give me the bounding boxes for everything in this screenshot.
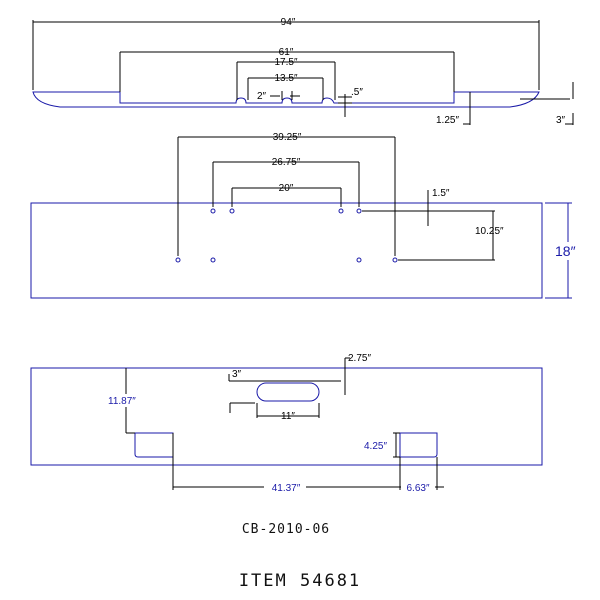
mount-hole [210,257,216,263]
dim-hole-drop: 10.25″ [475,226,504,237]
center-slot [256,382,320,402]
front-view-outline [30,202,543,299]
dim-height: 18″ [555,243,576,259]
dim-inner-span: 13.5″ [274,73,297,84]
front-view: 39.25″ 26.75″ 20″ 1.5″ 10.25″ 18″ [30,132,582,299]
item-label: ITEM 54681 [239,571,361,591]
dim-end-rise: 1.25″ [436,115,459,126]
cutout-left [134,432,174,458]
dim-overall-width: 94″ [281,17,296,28]
dim-cutout-drop: 11.87″ [108,396,136,407]
dim-11-87-label-bg [106,394,146,407]
dim-center-width: 61″ [279,47,294,58]
dim-18-label-bg [552,242,582,260]
dim-notch-width: 2″ [257,91,267,102]
dim-cutout-width: 6.63″ [406,483,429,494]
dim-4-25-label-bg [362,439,395,452]
dim-hole-offset: 1.5″ [432,188,450,199]
dim-hole-span-inner: 20″ [279,183,294,194]
dim-end-taper: 3″ [556,115,566,126]
dim-slot-height: 3″ [232,369,242,380]
mount-hole [229,208,235,214]
dim-slot-span: 17.5″ [274,57,297,68]
rear-view: 2.75″ 3″ 11″ 11.87″ 4.25″ 41.37″ [30,353,543,494]
dim-41-37-label-bg [264,481,306,493]
part-number: CB-2010-06 [242,522,330,537]
mount-hole [356,257,362,263]
rear-view-outline [30,367,543,466]
mount-hole [338,208,344,214]
top-view: 94″ 61″ 17.5″ 13.5″ 2″ .5″ 1.25″ [32,17,574,126]
cutout-right [399,432,438,458]
mount-hole [175,257,181,263]
dim-hole-span-outer: 39.25″ [273,132,302,143]
dim-slot-offset: 2.75″ [348,353,371,364]
dim-slot-length: 11″ [281,411,295,422]
dim-cutout-spacing: 41.37″ [272,483,301,494]
mount-hole [210,208,216,214]
top-view-outline [32,91,540,108]
mount-hole [392,257,398,263]
mount-hole [356,208,362,214]
dim-notch-depth: .5″ [351,87,363,98]
dim-6-63-label-bg [401,481,435,493]
dim-hole-span-middle: 26.75″ [272,157,301,168]
dim-cutout-height: 4.25″ [364,441,387,452]
